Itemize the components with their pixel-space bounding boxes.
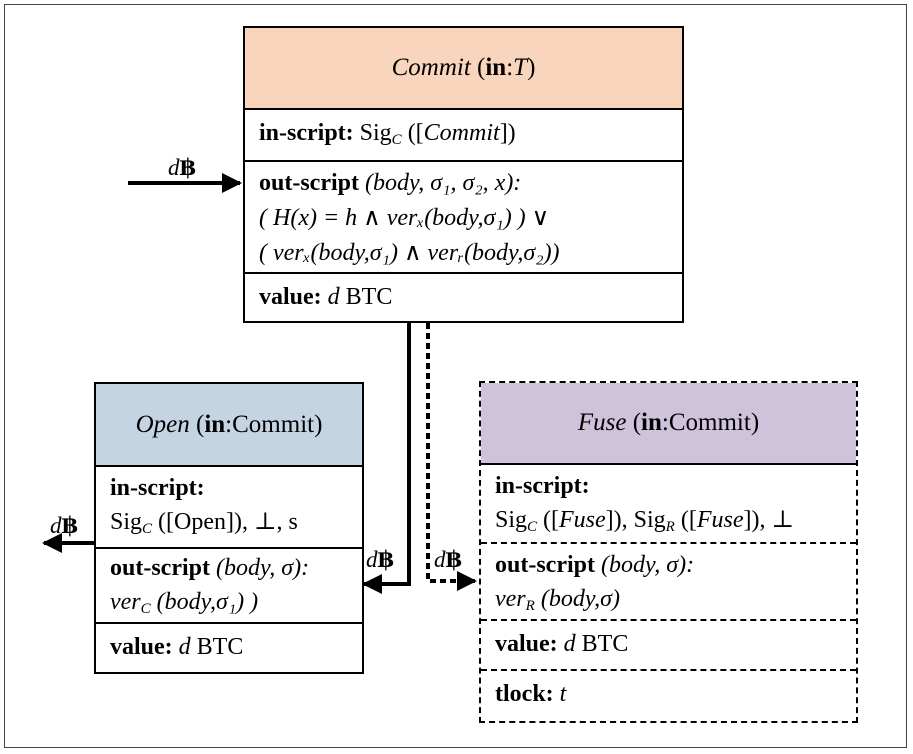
open-transaction-box: Open (in:Commit) in-script: SigC ([Open]… (94, 382, 364, 674)
fuse-in-script: in-script: SigC ([Fuse]), SigR ([Fuse]),… (481, 463, 856, 542)
fuse-tlock: tlock: t (481, 669, 856, 721)
commit-header: Commit (in:T) (245, 28, 682, 108)
fuse-header: Fuse (in:Commit) (481, 383, 856, 463)
incoming-btc-label: d฿ (168, 155, 196, 180)
open-header: Open (in:Commit) (96, 384, 362, 465)
commit-in-script: in-script: SigC ([Commit]) (245, 108, 682, 160)
commit-value: value: d BTC (245, 272, 682, 321)
open-flow-btc-label: d฿ (366, 547, 394, 572)
open-in-script: in-script: SigC ([Open]), ⊥, s (96, 465, 362, 547)
fuse-flow-btc-label: d฿ (434, 547, 462, 572)
commit-to-fuse-connector (426, 323, 477, 591)
commit-out-script: out-script (body, σ₁, σ₂, x): ( H(x) = h… (245, 160, 682, 272)
open-value: value: d BTC (96, 622, 362, 672)
fuse-value: value: d BTC (481, 619, 856, 669)
fuse-transaction-box: Fuse (in:Commit) in-script: SigC ([Fuse]… (479, 381, 858, 723)
figure-frame (4, 4, 907, 748)
fuse-out-script: out-script (body, σ): verR (body,σ) (481, 542, 856, 619)
outgoing-btc-label: d฿ (50, 513, 78, 538)
open-out-script: out-script (body, σ): verC (body,σ₁) ) (96, 547, 362, 622)
commit-to-open-connector (362, 323, 411, 594)
commit-transaction-box: Commit (in:T) in-script: SigC ([Commit])… (243, 26, 684, 323)
